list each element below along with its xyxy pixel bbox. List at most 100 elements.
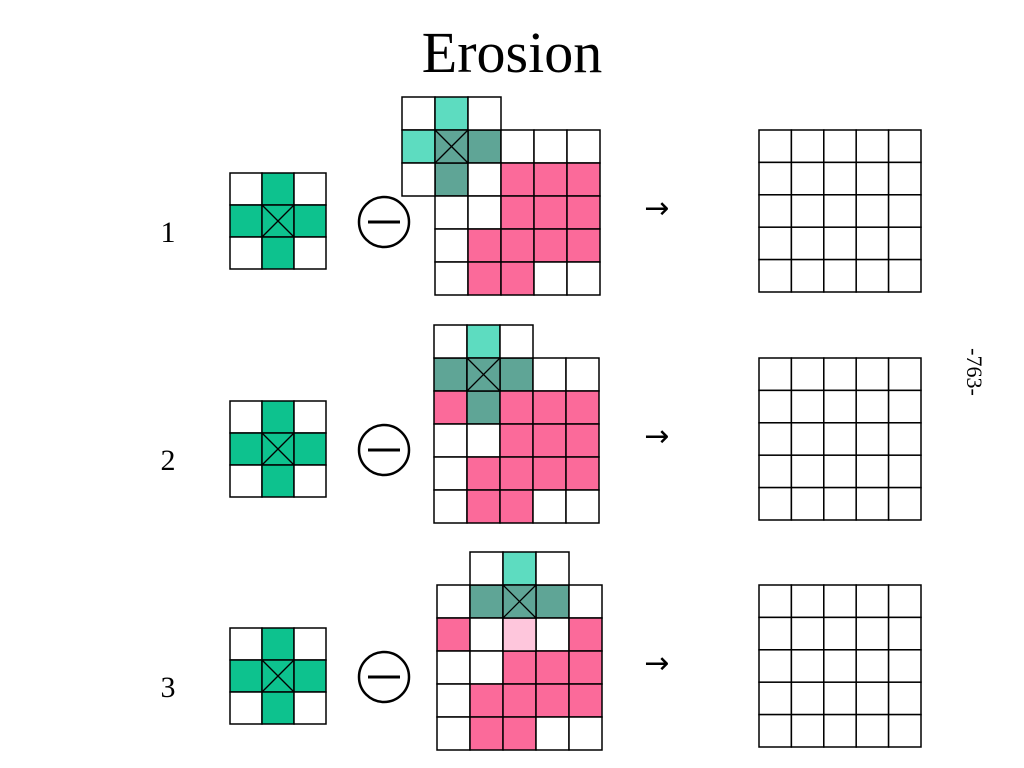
image-cell [535,617,570,652]
result-cell [790,258,825,293]
result-cell [855,454,890,489]
image-cell [533,162,568,197]
window-cell [466,324,501,359]
result-cell [790,226,825,261]
result-cell [823,161,857,196]
result-cell [823,258,857,293]
image-cell [533,228,568,263]
structuring-cell [293,204,327,238]
result-grid [758,357,922,521]
image-cell [433,390,468,425]
arrow-icon: → [644,646,669,681]
image-cell [500,261,535,296]
erosion-step-2: 2→ [161,324,922,524]
structuring-cell [229,659,263,693]
result-cell [790,713,825,748]
result-cell [887,584,922,619]
structuring-element [229,627,327,725]
result-cell [758,616,793,651]
image-cell [568,617,603,652]
image-cell [469,716,504,751]
image-cell [467,228,502,263]
image-cell [436,584,471,619]
image-cell [566,195,601,230]
window-cell [469,551,504,586]
result-cell [855,226,890,261]
structuring-cell [261,172,295,206]
result-cell [758,194,793,228]
operator-circle [357,195,411,249]
result-cell [823,454,857,489]
origin-mark [434,129,469,164]
erosion-operator-icon [357,423,411,477]
result-cell [823,616,857,651]
result-cell [790,616,825,651]
image-cell [565,456,600,491]
result-cell [855,258,890,293]
image-cell [469,650,504,685]
image-cell [568,683,603,718]
arrow-icon: → [644,419,669,454]
structuring-cell [261,400,295,434]
result-cell [855,584,890,619]
result-cell [887,226,922,261]
image-cell [565,390,600,425]
operator-circle [357,650,411,704]
image-cell [532,423,567,458]
structuring-cell [293,691,327,725]
result-cell [855,649,890,683]
result-cell [887,454,922,489]
structuring-window [469,551,570,652]
result-cell [887,389,922,424]
image-cell [533,129,568,164]
window-overlap-cell [502,617,537,652]
result-cell [855,681,890,716]
page-number: -763- [961,348,987,396]
image-cell [566,261,601,296]
result-cell [887,161,922,196]
structuring-cell [229,691,263,725]
result-cell [823,486,857,521]
window-cell [401,129,436,164]
image-cell [434,162,469,197]
result-cell [855,616,890,651]
image-cell [433,456,468,491]
image-cell [566,129,601,164]
result-cell [855,389,890,424]
origin-mark [261,659,295,693]
result-cell [823,584,857,619]
image-cell [535,716,570,751]
result-cell [823,713,857,748]
image-cell [499,456,534,491]
result-cell [790,422,825,456]
result-cell [758,486,793,521]
structuring-element [229,172,327,270]
structuring-window [433,324,534,392]
result-cell [758,161,793,196]
image-cell [469,683,504,718]
result-cell [823,357,857,392]
result-cell [823,194,857,228]
result-cell [887,422,922,456]
image-cell [433,357,468,392]
window-cell [502,551,537,586]
result-cell [887,681,922,716]
result-cell [887,649,922,683]
result-cell [758,129,793,164]
image-cell [535,584,570,619]
image-cell [500,228,535,263]
window-cell [401,96,436,131]
result-cell [887,486,922,521]
result-cell [887,357,922,392]
image-cell [500,162,535,197]
result-cell [758,389,793,424]
image-cell [467,129,502,164]
result-cell [855,486,890,521]
window-cell [433,324,468,359]
image-cell [565,489,600,524]
window-cell [467,96,502,131]
origin-mark [261,432,295,466]
result-cell [823,226,857,261]
image-cell [535,650,570,685]
image-cell [532,456,567,491]
